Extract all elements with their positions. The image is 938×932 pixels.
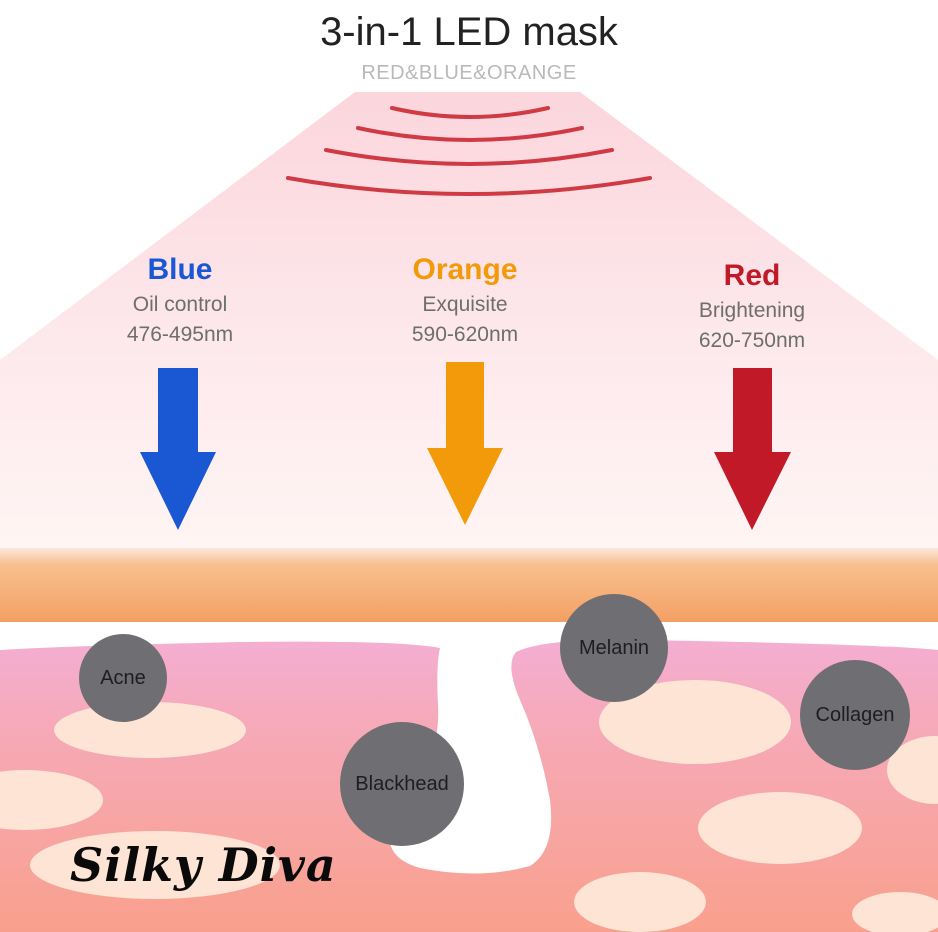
melanin-target: Melanin — [560, 594, 668, 702]
acne-target: Acne — [79, 634, 167, 722]
red-arrow-icon — [714, 368, 791, 530]
red-light-band: Red Brightening 620-750nm — [622, 258, 882, 356]
band-effect: Oil control — [132, 293, 228, 316]
collagen-target: Collagen — [800, 660, 910, 770]
emitter-waves — [286, 106, 652, 196]
skin-surface-layer — [0, 548, 938, 622]
band-name: Orange — [412, 253, 518, 286]
band-effect: Brightening — [698, 299, 806, 322]
brand-watermark: Silky Diva — [70, 838, 337, 892]
band-wavelength: 590-620nm — [411, 323, 519, 346]
orange-light-band: Orange Exquisite 590-620nm — [335, 252, 595, 350]
light-beam-glow — [0, 92, 938, 560]
band-effect: Exquisite — [422, 293, 508, 316]
blue-light-band: Blue Oil control 476-495nm — [50, 252, 310, 350]
orange-arrow-icon — [427, 362, 503, 525]
band-wavelength: 620-750nm — [698, 329, 806, 352]
band-wavelength: 476-495nm — [126, 323, 234, 346]
page-title: 3-in-1 LED mask — [320, 10, 618, 54]
band-name: Red — [723, 259, 781, 292]
blackhead-target: Blackhead — [340, 722, 464, 846]
band-name: Blue — [147, 253, 213, 286]
page-subtitle: RED&BLUE&ORANGE — [361, 62, 577, 84]
blue-arrow-icon — [140, 368, 216, 530]
